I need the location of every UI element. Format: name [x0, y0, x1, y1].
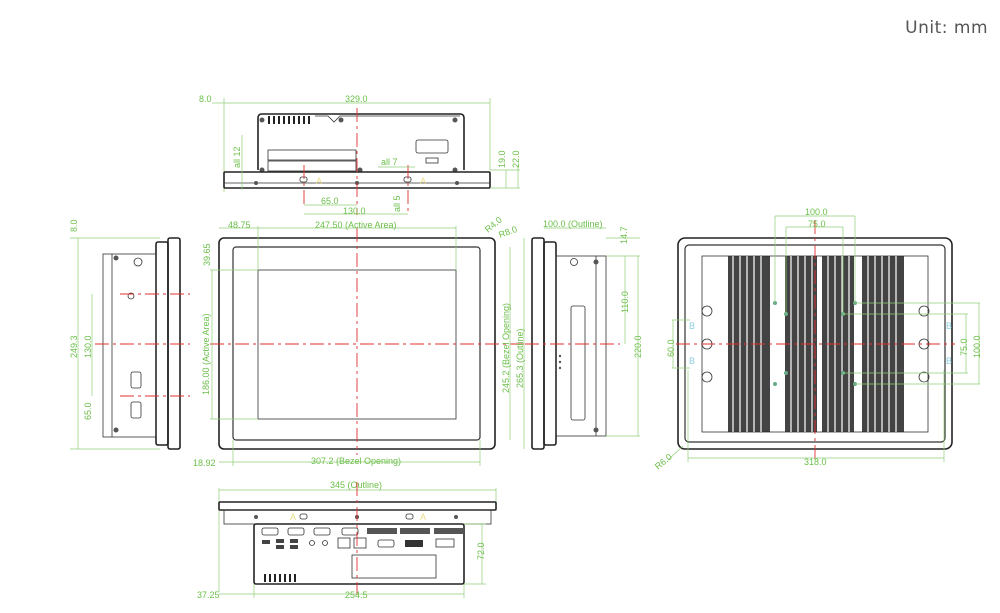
dim-110: 110.0: [620, 291, 630, 313]
dim-outline-depth: 100.0 (Outline): [543, 219, 603, 229]
marker-b-4: B: [946, 356, 952, 366]
top-view: 329.0 8.0 A A all 12 all 7 all 5: [199, 94, 521, 216]
marker-b-3: B: [946, 321, 952, 331]
dim-r6: R6.0: [653, 452, 674, 472]
dim-18-92: 18.92: [193, 458, 216, 468]
dim-r8: R8.0: [497, 224, 518, 240]
dim-254-5: 254.5: [345, 590, 368, 600]
dim-rear-100: 100.0: [972, 335, 982, 358]
front-view: 48.75 247.50 (Active Area) R4.0 R8.0 39.…: [193, 215, 530, 468]
dim-37-25: 37.25: [197, 590, 220, 600]
svg-text:A: A: [420, 512, 426, 522]
dim-active-width: 247.50 (Active Area): [315, 220, 397, 230]
svg-text:A: A: [290, 512, 296, 522]
dim-39-65: 39.65: [202, 243, 212, 266]
dim-bezel-width: 307.2 (Bezel Opening): [311, 456, 401, 466]
rear-view: 100.0 75.0 60.0 B B B B 75.0 100.0 318.0…: [653, 207, 982, 472]
dim-60: 60.0: [666, 339, 676, 357]
dim-22: 22.0: [511, 150, 521, 168]
marker-b-2: B: [689, 356, 695, 366]
dim-outline-height: 265.3 (Outline): [515, 328, 525, 388]
dim-48-75: 48.75: [228, 220, 251, 230]
dim-8-top: 8.0: [199, 94, 212, 104]
unit-label: Unit: mm: [905, 18, 988, 38]
dim-19: 19.0: [497, 150, 507, 168]
dim-130-left: 130.0: [83, 335, 93, 358]
dim-14-7: 14.7: [619, 226, 629, 244]
io-ports: [261, 527, 464, 579]
dim-65-top: 65.0: [321, 196, 339, 206]
dim-329: 329.0: [345, 94, 368, 104]
dim-345-outline: 345 (Outline): [330, 480, 382, 490]
svg-text:A: A: [420, 176, 426, 186]
dim-8-left: 8.0: [69, 219, 79, 232]
dim-130-top: 130.0: [343, 206, 366, 216]
right-side-view: 100.0 (Outline) 14.7 110.0 220.0: [525, 219, 643, 450]
bottom-view: 345 (Outline) A A 72.0 37.25: [197, 480, 497, 600]
dim-active-height: 186.00 (Active Area): [201, 313, 211, 395]
dim-vesa-100: 100.0: [805, 207, 828, 217]
dim-318: 318.0: [804, 457, 827, 467]
marker-b-1: B: [689, 321, 695, 331]
dim-rear-75: 75.0: [959, 338, 969, 356]
dim-72: 72.0: [476, 542, 486, 560]
svg-text:A: A: [316, 176, 322, 186]
dim-65-left: 65.0: [83, 402, 93, 420]
dim-bezel-height: 245.2 (Bezel Opening): [501, 303, 511, 393]
dim-all12: all 12: [232, 146, 242, 168]
dim-all5: all 5: [392, 195, 402, 212]
dim-220: 220.0: [633, 335, 643, 358]
dim-vesa-75: 75.0: [808, 219, 826, 229]
dim-all7: all 7: [381, 157, 398, 167]
left-side-view: 8.0 249.3 130.0 65.0: [69, 219, 190, 450]
dim-249-3: 249.3: [69, 335, 79, 358]
